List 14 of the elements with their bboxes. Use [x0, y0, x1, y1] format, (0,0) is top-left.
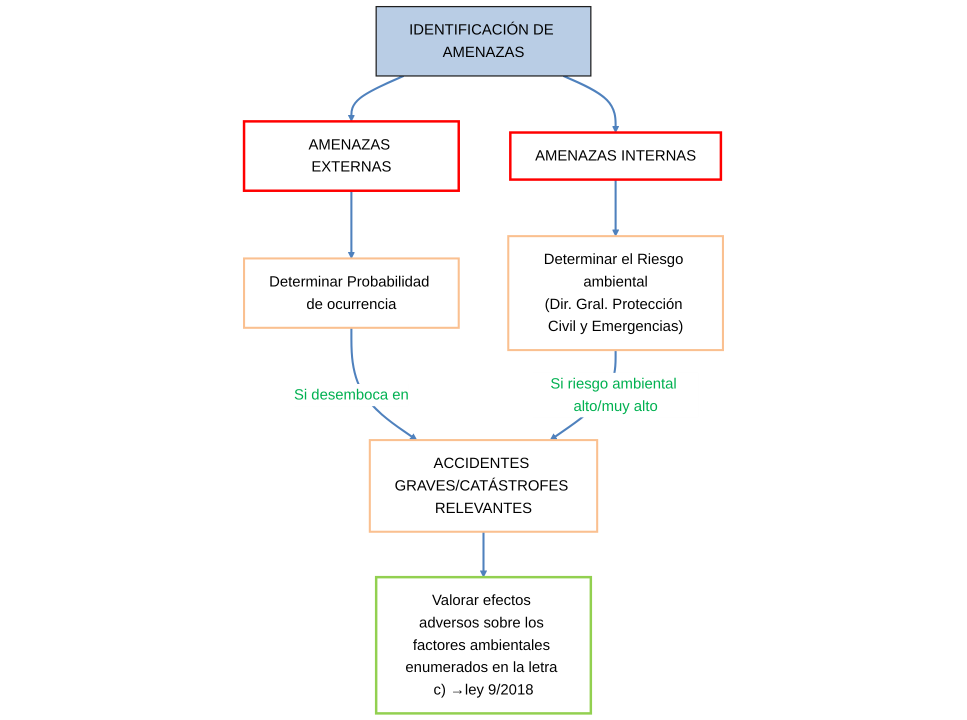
node-box: AMENAZAS INTERNAS [509, 131, 722, 181]
arrow [612, 180, 620, 236]
node-box: IDENTIFICACIÓN DE AMENAZAS [376, 6, 592, 77]
node-box: ACCIDENTES GRAVES/CATÁSTROFES RELEVANTES [368, 439, 598, 533]
edge-label: Si desemboca en [294, 386, 409, 403]
arrow [348, 190, 356, 259]
node-box: AMENAZAS EXTERNAS [242, 120, 460, 192]
node-box: Determinar Probabilidad de ocurrencia [243, 257, 460, 329]
node-box: Valorar efectos adversos sobre los factores ambientales enumerados en la letra c) →ley 9/2018 [374, 576, 592, 715]
arrow [562, 75, 620, 133]
arrow [348, 75, 404, 122]
node-box: Determinar el Riesgo ambiental (Dir. Gral. Protección Civil y Emergencias) [507, 235, 724, 352]
edge-label: Si riesgo ambiental alto/muy alto [550, 375, 677, 414]
arrow [480, 532, 488, 578]
